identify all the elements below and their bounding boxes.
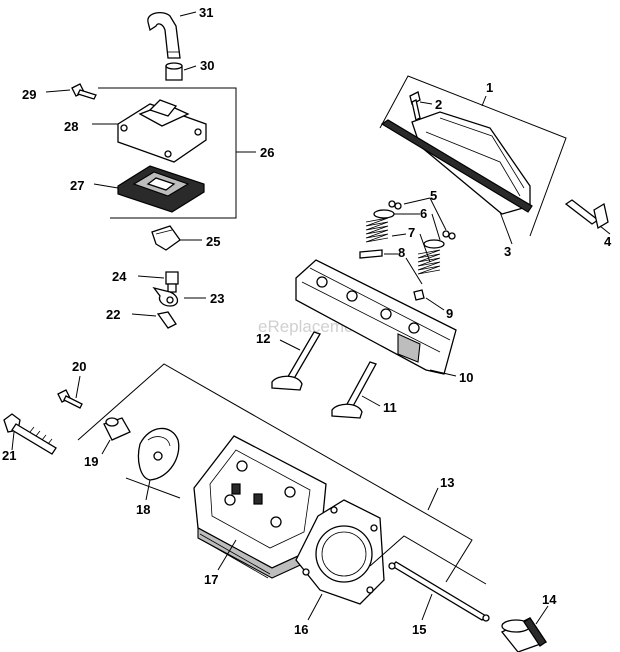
callout-21: 21 — [2, 448, 16, 463]
part-19-sleeve — [103, 417, 131, 441]
bracket-18-left — [125, 477, 181, 499]
part-15-push-rod — [388, 561, 490, 622]
bracket-26 — [98, 87, 237, 219]
callout-24: 24 — [112, 269, 127, 284]
bracket-13 — [77, 363, 473, 583]
leader-10 — [429, 369, 457, 377]
callout-13: 13 — [440, 475, 454, 490]
part-7-valve-spring — [365, 217, 441, 275]
leader-22 — [131, 313, 157, 317]
leader-7 — [391, 233, 407, 237]
callout-4: 4 — [604, 234, 612, 249]
leader-7b — [419, 233, 431, 263]
callout-2: 2 — [435, 97, 442, 112]
part-10-rocker-carrier — [295, 259, 457, 375]
leader-24 — [137, 275, 165, 279]
callout-16: 16 — [294, 622, 308, 637]
callout-9: 9 — [446, 306, 453, 321]
callout-3: 3 — [504, 244, 511, 259]
callout-15: 15 — [412, 622, 426, 637]
part-3-gasket — [380, 119, 533, 213]
part-2-screw — [409, 91, 421, 121]
leader-2 — [419, 101, 433, 105]
part-23-clamp — [152, 286, 179, 307]
leader-31 — [179, 11, 197, 17]
callout-8: 8 — [398, 245, 405, 260]
part-8-valve-seal — [359, 249, 383, 259]
callout-18: 18 — [136, 502, 150, 517]
leader-18 — [145, 479, 151, 501]
part-22-plug — [156, 311, 177, 329]
callout-14: 14 — [542, 592, 557, 607]
part-6-spring-retainer — [373, 209, 445, 249]
part-5-valve-keeper — [388, 200, 456, 240]
leader-11 — [361, 395, 381, 407]
leader-27 — [93, 183, 119, 189]
part-30-grommet — [165, 62, 183, 81]
leader-5 — [403, 197, 431, 205]
leader-14 — [535, 605, 549, 625]
leader-9 — [425, 297, 445, 311]
leader-4 — [599, 225, 611, 235]
leader-6b — [431, 213, 441, 241]
leader-1-stub — [481, 95, 487, 107]
callout-27: 27 — [70, 178, 84, 193]
leader-13 — [427, 487, 439, 511]
leader-17 — [217, 539, 237, 571]
part-25-breather-filter — [151, 225, 181, 251]
leader-16 — [307, 593, 323, 621]
part-14-tappet — [500, 617, 548, 652]
leader-21 — [11, 431, 15, 451]
part-9-guide-insert — [413, 289, 425, 301]
leader-15 — [421, 593, 433, 621]
part-27-breather-gasket — [117, 165, 205, 213]
leader-29 — [45, 89, 71, 93]
part-12-valve — [271, 331, 321, 391]
callout-31: 31 — [199, 5, 213, 20]
bracket-15 — [369, 535, 487, 585]
callout-30: 30 — [200, 58, 214, 73]
callout-6: 6 — [420, 206, 427, 221]
part-11-valve — [331, 361, 377, 419]
part-31-breather-hose — [147, 11, 181, 59]
callout-5: 5 — [430, 188, 437, 203]
callout-25: 25 — [206, 234, 220, 249]
leader-5b — [429, 197, 447, 231]
part-24-fitting — [165, 271, 179, 293]
part-29-screw — [71, 83, 97, 100]
callout-10: 10 — [459, 370, 473, 385]
callout-23: 23 — [210, 291, 224, 306]
callout-1: 1 — [486, 80, 493, 95]
leader-8b — [405, 257, 423, 285]
part-20-screw — [57, 389, 83, 409]
callout-17: 17 — [204, 572, 218, 587]
bracket-1 — [379, 75, 567, 237]
part-28-breather-cover — [117, 99, 207, 163]
callout-29: 29 — [22, 87, 36, 102]
callout-11: 11 — [383, 400, 397, 415]
part-21-head-bolt — [3, 413, 57, 455]
leader-19 — [101, 439, 111, 455]
callout-26: 26 — [260, 145, 274, 160]
callout-7: 7 — [408, 225, 415, 240]
leader-30 — [183, 65, 197, 71]
part-4-dipstick-key — [564, 199, 609, 230]
callout-19: 19 — [84, 454, 98, 469]
part-18-baffle — [137, 427, 180, 481]
leader-12 — [279, 339, 301, 351]
callout-22: 22 — [106, 307, 120, 322]
part-17-cylinder-head — [193, 435, 327, 579]
callout-28: 28 — [64, 119, 78, 134]
callout-12: 12 — [256, 331, 270, 346]
part-16-head-gasket — [295, 499, 385, 605]
leader-3 — [499, 211, 513, 245]
leader-20 — [75, 375, 81, 399]
callout-20: 20 — [72, 359, 86, 374]
